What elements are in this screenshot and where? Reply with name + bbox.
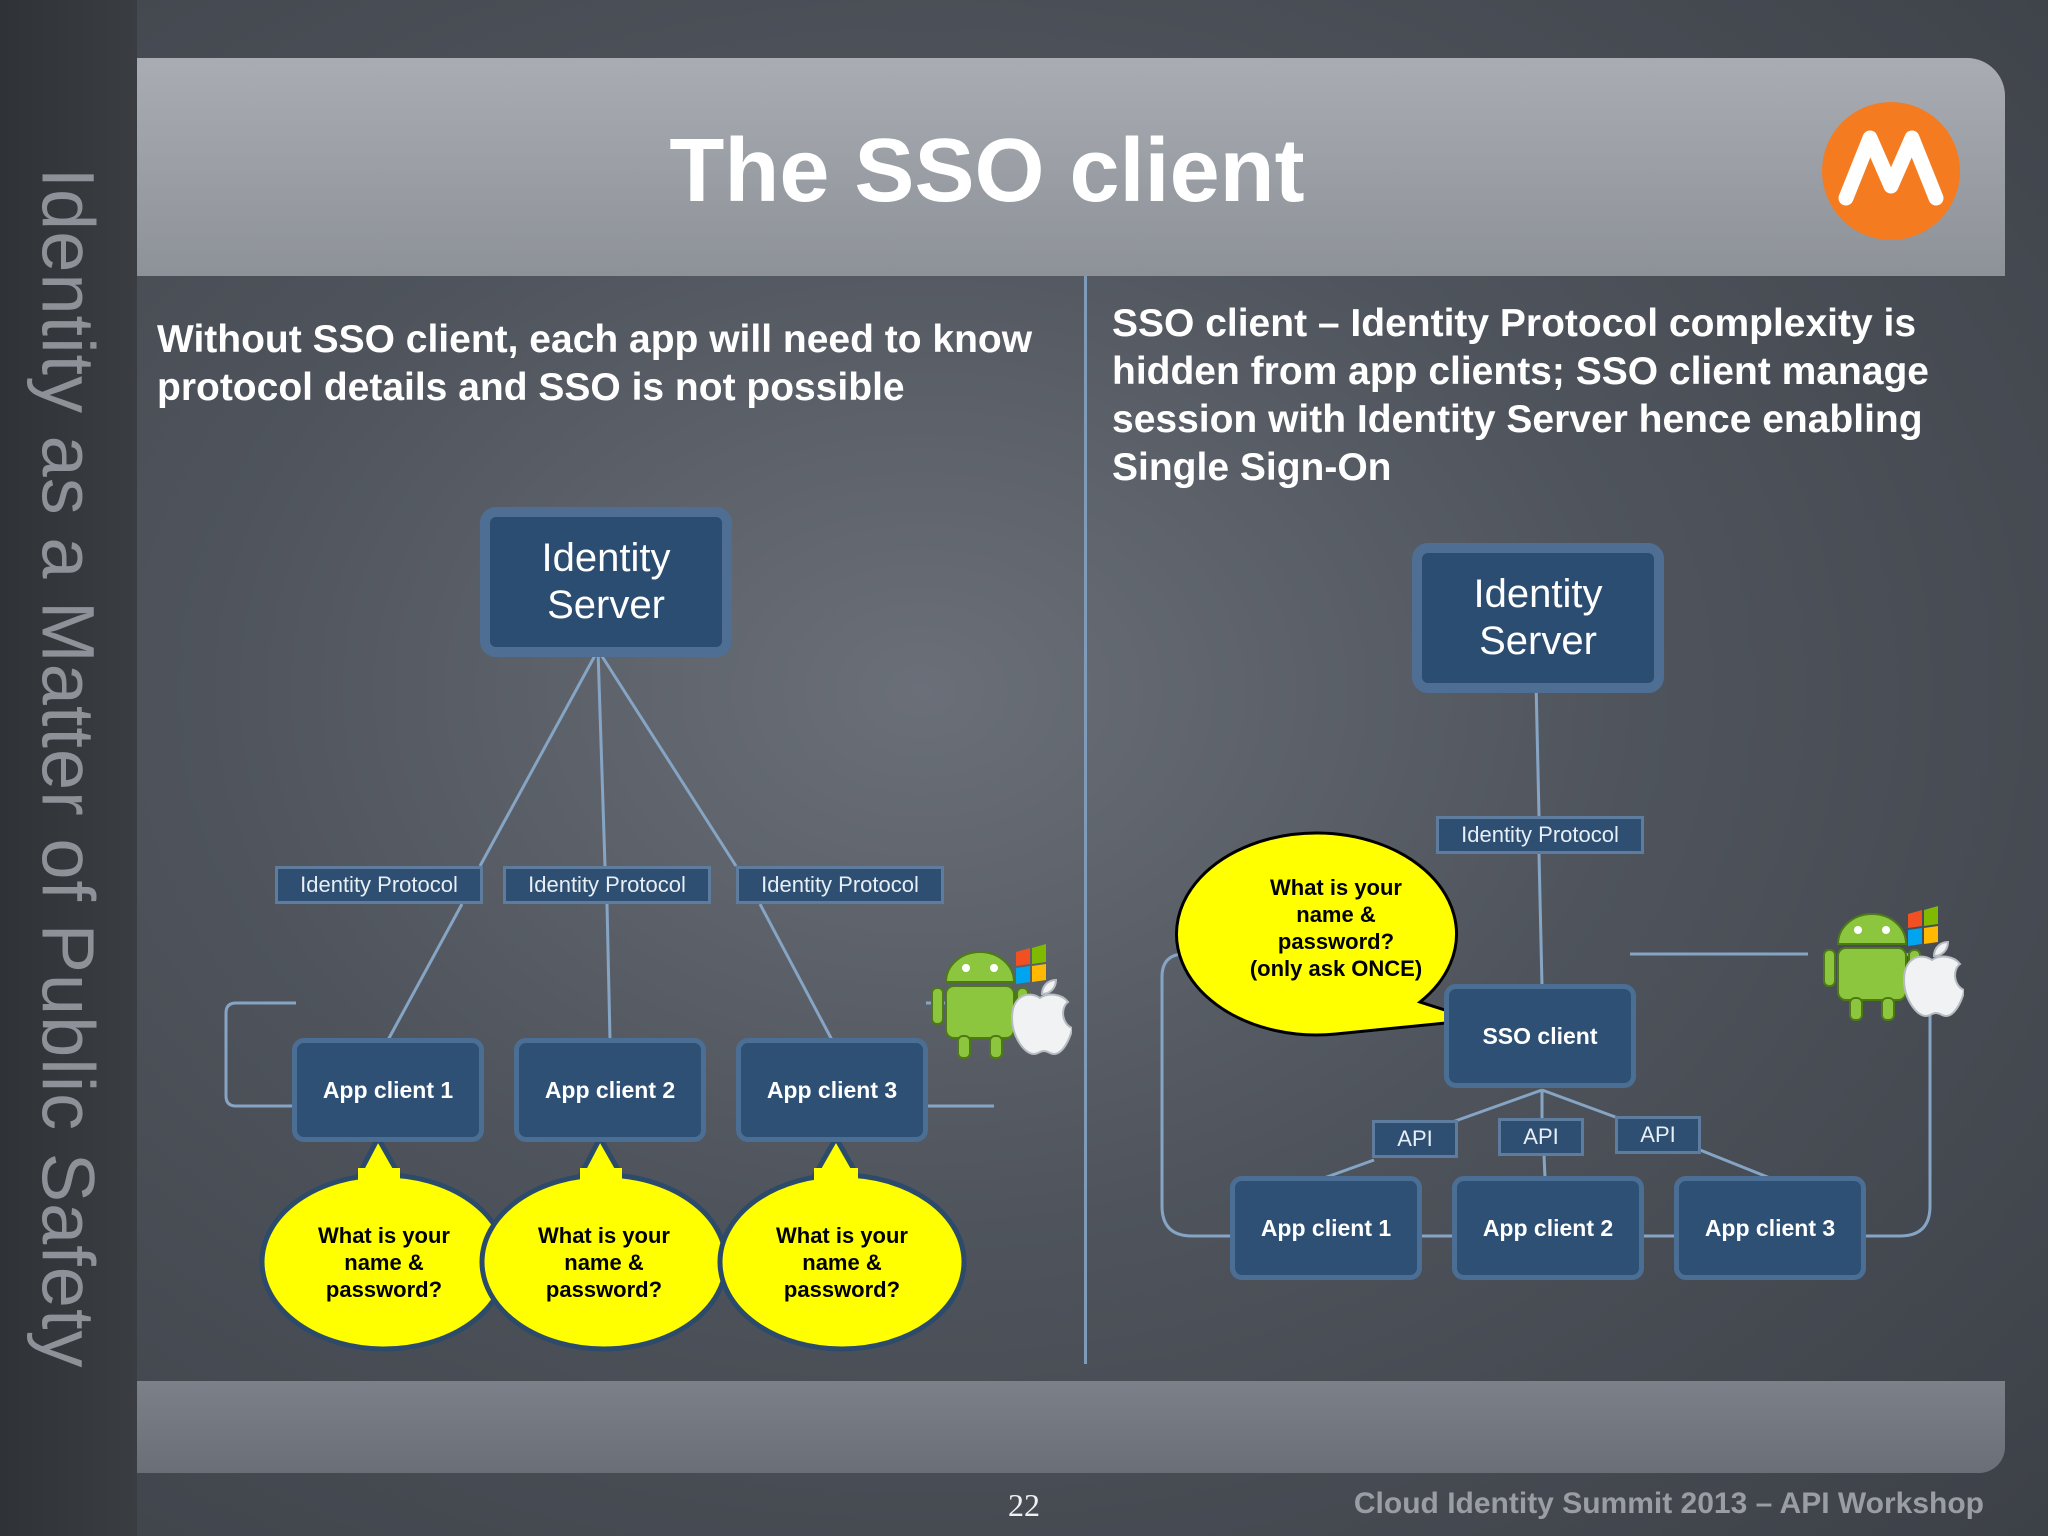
bubble-line: What is your <box>537 1223 670 1248</box>
right-protocol-label: Identity Protocol <box>1436 816 1644 854</box>
right-server-line-2: Server <box>1479 619 1597 663</box>
right-bubble-shape <box>1175 831 1477 1037</box>
right-api-label-3: API <box>1615 1116 1701 1154</box>
bubble-line: password? <box>1277 929 1395 954</box>
bubble-line: password? <box>545 1277 663 1302</box>
right-link-server <box>1534 681 1541 817</box>
left-app-client-3-label: App client 3 <box>766 1076 898 1103</box>
bubble-line: What is your <box>317 1223 450 1248</box>
bubble-line: (only ask ONCE) <box>1249 956 1423 981</box>
right-bus-line <box>1160 952 1240 1238</box>
bubble-line: What is your <box>1269 875 1402 900</box>
os-icons-left <box>931 944 1072 1059</box>
title-bar: The SSO client <box>137 58 2005 276</box>
left-server-line-1: Identity <box>541 536 671 580</box>
right-app-client-1: App client 1 <box>1230 1176 1422 1280</box>
left-bubble-1-text: What is your name & password? <box>294 1222 474 1303</box>
bottom-bar <box>137 1381 2005 1473</box>
right-app-client-2-label: App client 2 <box>1482 1214 1614 1241</box>
left-link-1b <box>386 903 464 1041</box>
bubble-line: What is your <box>775 1223 908 1248</box>
right-bubble-text: What is your name & password? (only ask … <box>1226 874 1446 982</box>
left-link-2b <box>605 903 612 1041</box>
right-server-line-1: Identity <box>1473 572 1603 616</box>
right-app-client-1-label: App client 1 <box>1260 1214 1392 1241</box>
windows-icon <box>1016 944 1046 984</box>
right-api-link-3 <box>1541 1088 1619 1120</box>
bubble-line: name & <box>802 1250 882 1275</box>
apple-icon <box>1010 978 1072 1056</box>
left-link-1 <box>478 649 600 867</box>
left-bubble-3-text: What is your name & password? <box>752 1222 932 1303</box>
left-link-3b <box>758 903 834 1041</box>
left-app-client-1: App client 1 <box>292 1038 484 1142</box>
page-number: 22 <box>1008 1487 1040 1523</box>
right-api-label-1: API <box>1372 1120 1458 1158</box>
bubble-line: name & <box>564 1250 644 1275</box>
footer-text: Cloud Identity Summit 2013 – API Worksho… <box>1353 1487 1984 1520</box>
left-bubble-2-text: What is your name & password? <box>514 1222 694 1303</box>
left-app-client-2: App client 2 <box>514 1038 706 1142</box>
windows-icon <box>1908 906 1938 946</box>
slide-title: The SSO client <box>669 121 1305 221</box>
android-icon <box>1823 913 1921 1021</box>
bubble-line: password? <box>783 1277 901 1302</box>
left-app-client-1-label: App client 1 <box>322 1076 454 1103</box>
left-protocol-label-2: Identity Protocol <box>503 866 711 904</box>
left-protocol-label-1: Identity Protocol <box>275 866 483 904</box>
left-link-3 <box>596 649 738 867</box>
sso-client-label: SSO client <box>1482 1022 1598 1049</box>
bubble-line: name & <box>1296 902 1376 927</box>
left-bus-line <box>224 1001 296 1108</box>
right-api-link-1 <box>1443 1088 1543 1127</box>
android-icon <box>931 951 1029 1059</box>
left-protocol-label-3: Identity Protocol <box>736 866 944 904</box>
left-link-2 <box>596 649 607 867</box>
bubble-line: password? <box>325 1277 443 1302</box>
sso-client-box: SSO client <box>1444 984 1636 1088</box>
right-app-client-2: App client 2 <box>1452 1176 1644 1280</box>
os-icons-right <box>1823 906 1964 1021</box>
right-heading: SSO client – Identity Protocol complexit… <box>1112 302 1929 489</box>
left-app-client-2-label: App client 2 <box>544 1076 676 1103</box>
right-api-label-2: API <box>1498 1118 1584 1156</box>
left-server-line-2: Server <box>547 583 665 627</box>
column-divider <box>1084 276 1087 1364</box>
bubble-line: name & <box>344 1250 424 1275</box>
left-app-client-3: App client 3 <box>736 1038 928 1142</box>
motorola-logo-icon <box>1822 102 1960 240</box>
left-heading: Without SSO client, each app will need t… <box>157 318 1033 409</box>
apple-icon <box>1902 940 1964 1018</box>
right-app-client-3: App client 3 <box>1674 1176 1866 1280</box>
right-app-client-3-label: App client 3 <box>1704 1214 1836 1241</box>
sidebar: Identity as a Matter of Public Safety <box>0 0 137 1536</box>
